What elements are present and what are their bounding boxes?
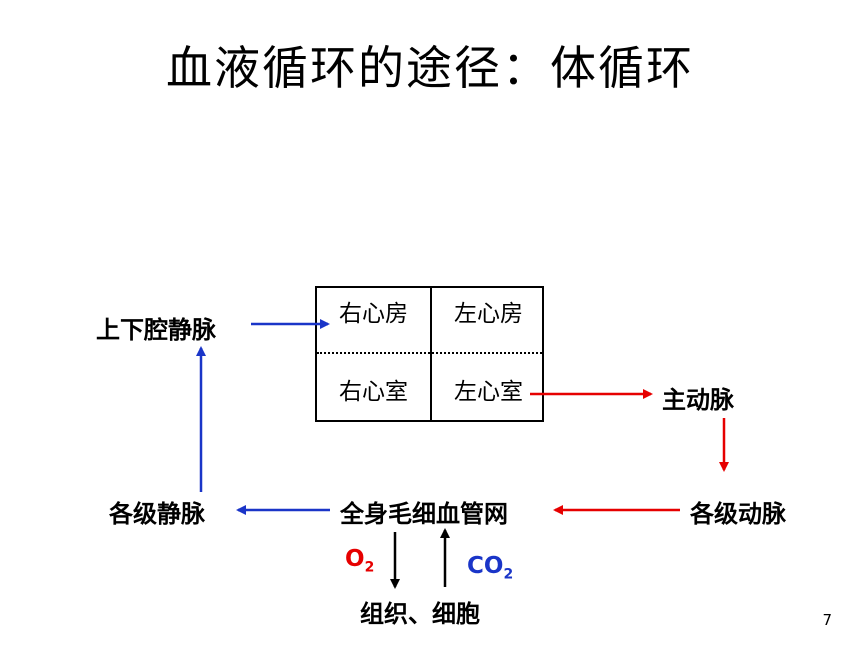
left-atrium-label: 左心房 (454, 301, 523, 327)
carbon-dioxide-symbol: CO (467, 553, 504, 579)
carbon-dioxide-subscript: 2 (503, 566, 514, 583)
right-atrium-label: 右心房 (339, 301, 408, 327)
aorta-label: 主动脉 (662, 386, 734, 414)
heart-vertical-divider (430, 288, 432, 420)
carbon-dioxide-label: CO2 (467, 553, 513, 583)
oxygen-subscript: 2 (364, 559, 375, 576)
arteries-label: 各级动脉 (690, 500, 786, 528)
vena-cava-label: 上下腔静脉 (96, 316, 216, 344)
capillaries-label: 全身毛细血管网 (340, 500, 508, 528)
oxygen-label: O2 (345, 546, 374, 576)
oxygen-symbol: O (345, 546, 365, 572)
page-number: 7 (822, 611, 832, 629)
heart-dotted-divider (317, 352, 542, 354)
page-title: 血液循环的途径：体循环 (166, 41, 694, 95)
right-ventricle-label: 右心室 (339, 379, 408, 405)
heart-chambers-table: 右心房 左心房 右心室 左心室 (315, 286, 544, 422)
veins-label: 各级静脉 (109, 500, 205, 528)
tissues-label: 组织、细胞 (360, 600, 480, 628)
left-ventricle-label: 左心室 (454, 379, 523, 405)
